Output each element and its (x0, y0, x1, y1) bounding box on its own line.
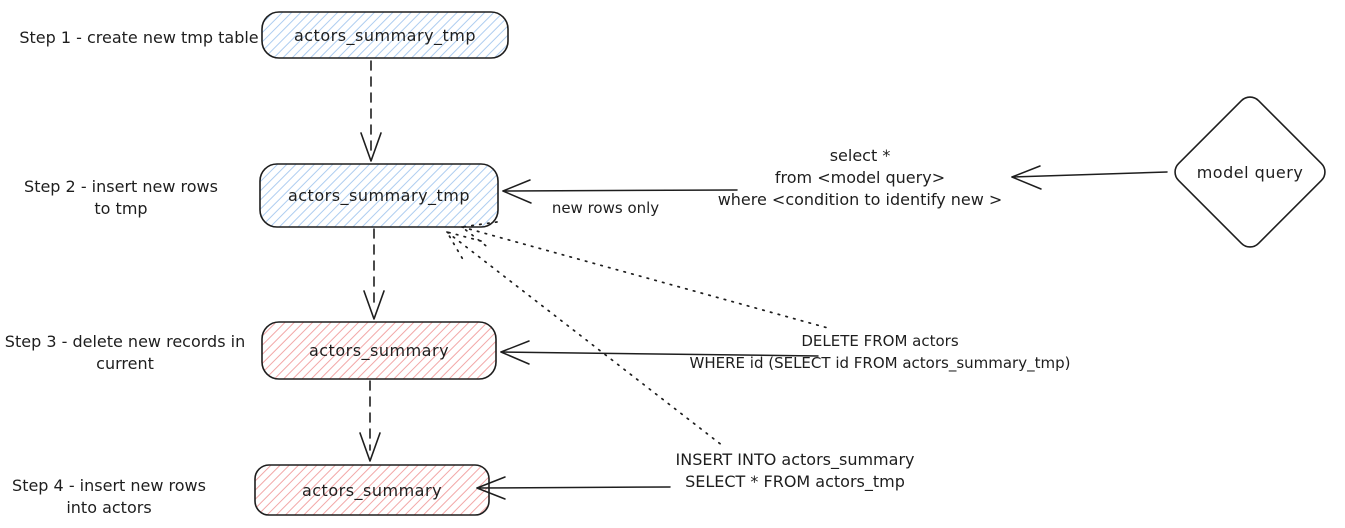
node-model-query-diamond (1174, 96, 1326, 248)
node-step1-label: actors_summary_tmp (293, 25, 477, 45)
step3-label: Step 3 - delete new records in current (0, 331, 250, 375)
node-step2-label: actors_summary_tmp (287, 186, 471, 205)
node-step3-label: actors_summary (308, 341, 450, 360)
select-query-line2: from <model query> (774, 168, 946, 187)
dotted-arrow-insert-refs-tmp (446, 231, 724, 447)
step1-label-line1: Step 1 - create new tmp table (19, 28, 259, 47)
insert-query-line1: INSERT INTO actors_summary (675, 450, 915, 469)
new-rows-only-label: new rows only (551, 199, 660, 217)
node-step1-tmp-table (261, 11, 509, 59)
arrowhead-insert-to-step4 (476, 476, 506, 500)
arrowhead-step2-to-step3 (363, 290, 385, 320)
step3-label-line2: current (96, 354, 154, 373)
arrowhead-step3-to-step4 (359, 432, 381, 462)
node-step3-actors-summary (261, 321, 497, 380)
dotted-arrow-delete-refs-tmp (461, 226, 829, 329)
step2-label-line2: to tmp (94, 199, 148, 218)
arrow-delete-to-step3 (500, 351, 819, 357)
arrowhead-delete-to-step3 (500, 340, 530, 365)
arrowhead-model-query-to-select (1011, 165, 1042, 190)
delete-query-line2: WHERE id (SELECT id FROM actors_summary_… (689, 354, 1071, 372)
arrow-select-to-step2 (502, 189, 738, 192)
node-step4-label: actors_summary (301, 480, 443, 500)
step4-label-line2: into actors (66, 498, 152, 517)
step1-label: Step 1 - create new tmp table (8, 27, 270, 49)
arrowhead-step1-to-step2 (360, 132, 382, 162)
select-query-annotation: select * from <model query> where <conditi… (700, 145, 1020, 211)
step4-label-line1: Step 4 - insert new rows (12, 476, 206, 495)
model-query-label: model query (1196, 162, 1304, 182)
arrowhead-select-to-step2 (502, 179, 532, 204)
insert-query-line2: SELECT * FROM actors_tmp (685, 472, 905, 491)
step2-label: Step 2 - insert new rows to tmp (15, 176, 227, 220)
node-step2-tmp-table (259, 163, 499, 228)
step3-label-line1: Step 3 - delete new records in (4, 332, 246, 351)
select-query-line1: select * (829, 146, 891, 165)
arrow-insert-to-step4 (476, 486, 671, 489)
node-step4-actors-summary (254, 464, 490, 516)
select-query-line3: where <condition to identify new > (717, 190, 1003, 209)
arrow-model-query-to-select (1011, 171, 1168, 178)
delete-query-line1: DELETE FROM actors (801, 332, 959, 350)
step2-label-line1: Step 2 - insert new rows (24, 177, 218, 196)
dotted-arrowhead-insert-refs-tmp (446, 231, 482, 264)
step4-label: Step 4 - insert new rows into actors (10, 475, 208, 519)
